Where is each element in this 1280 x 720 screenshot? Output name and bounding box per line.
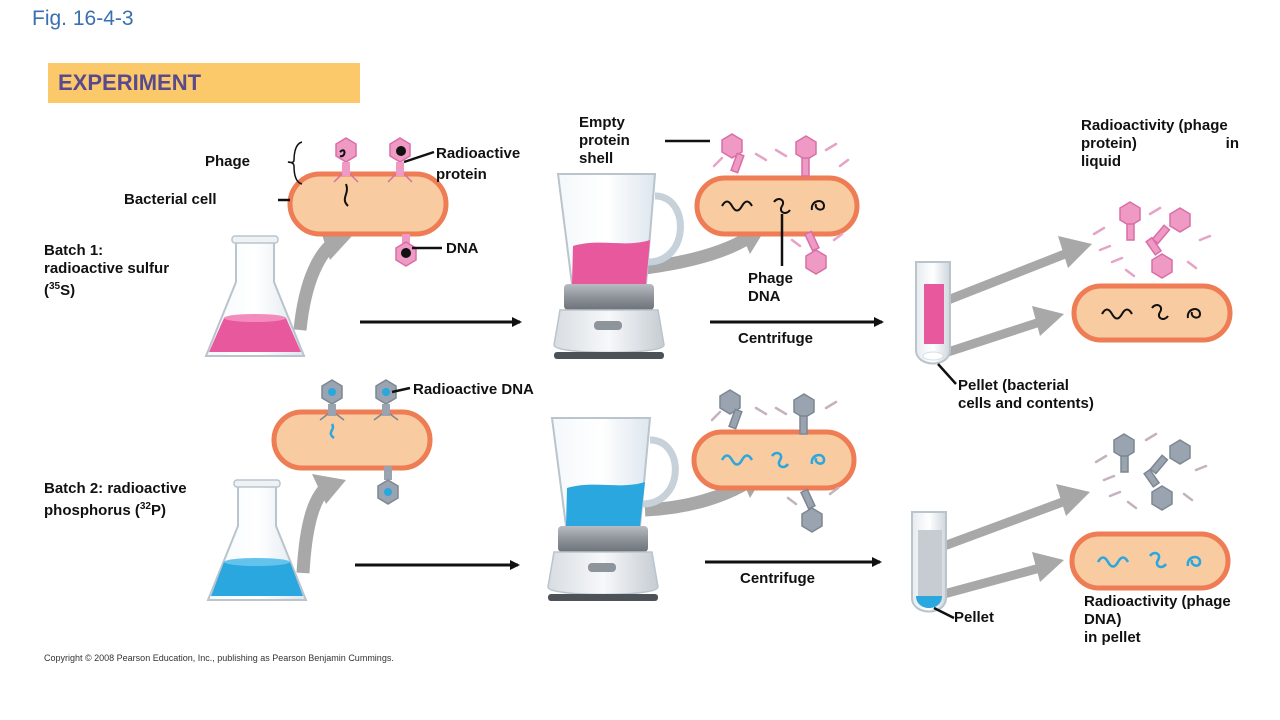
label-centrifuge-1: Centrifuge — [738, 330, 813, 347]
phage-batch1-attached-3 — [395, 234, 417, 267]
phage-fibers-batch1-blender — [712, 142, 850, 248]
phage-fibers-liquid-1 — [1092, 206, 1212, 278]
figure-label: Fig. 16-4-3 — [32, 7, 134, 30]
label-radio-pellet-line2: DNA) — [1084, 611, 1122, 628]
gray-arrow-tube2-to-pellet-cell — [942, 552, 1064, 599]
label-pellet: Pellet — [954, 609, 995, 626]
label-radio-pellet-line1: Radioactivity (phage — [1084, 593, 1231, 610]
gray-arrow-flask1-to-cell — [293, 228, 352, 331]
label-radioactivity-liquid: Radioactivity (phage protein) in liquid — [1081, 117, 1239, 171]
bacterial-cell-batch1-infected — [287, 171, 449, 237]
leader-lines — [278, 139, 957, 620]
label-radio-liquid-line1: Radioactivity (phage — [1081, 117, 1228, 134]
label-phage-dna-line1: Phage — [748, 270, 794, 287]
label-radio-liquid-line2: protein) in — [1081, 135, 1239, 152]
bacterial-cell-batch2-pellet — [1069, 531, 1231, 591]
phage-batch2-attached-1 — [319, 379, 345, 421]
label-radioactive-dna: Radioactive DNA — [413, 381, 534, 398]
label-radio-liquid-line3: liquid — [1081, 153, 1121, 170]
test-tube-batch1 — [915, 261, 951, 365]
phage-batch2-attached-2 — [373, 379, 399, 421]
label-batch1-line1: Batch 1: — [44, 242, 104, 259]
label-batch2-line2: phosphorus — [44, 502, 131, 519]
batch2-isotope-mass: 32 — [139, 501, 151, 512]
test-tube-batch2 — [911, 511, 947, 613]
bacterial-cell-batch2-infected — [271, 409, 433, 471]
label-empty-shell-line1: Empty — [579, 114, 625, 131]
label-batch2-line2-wrap: phosphorus (32P) — [44, 501, 166, 519]
label-radio-pellet-line3: in pellet — [1084, 629, 1141, 646]
label-pellet-bacterial-line2: cells and contents) — [958, 395, 1094, 412]
phage-batch1-attached-1 — [333, 137, 359, 183]
label-phage-dna: Phage DNA — [748, 270, 793, 306]
bacterial-cell-batch2-blended — [691, 429, 857, 491]
label-empty-shell-line2: protein — [579, 132, 630, 149]
flask-batch1 — [204, 235, 306, 357]
bacterial-cell-batch1-pellet — [1071, 283, 1233, 343]
blender-batch2 — [547, 417, 679, 601]
label-radioactive-protein-line1: Radioactive — [436, 145, 521, 162]
label-batch2: Batch 2: radioactive phosphorus (32P) — [44, 480, 187, 520]
label-radioactive-protein-line2: protein — [436, 166, 487, 183]
label-batch1: Batch 1: radioactive sulfur (35S) — [44, 242, 169, 300]
phage-fibers-batch2-blender — [710, 400, 840, 506]
flask-batch2 — [206, 479, 308, 601]
radioactive-phage-shells-liquid-1 — [1119, 201, 1191, 279]
batch1-isotope-symbol: S — [60, 282, 71, 299]
bacterial-cell-batch1-blended — [694, 175, 860, 237]
label-batch1-line2: radioactive sulfur — [44, 260, 170, 277]
label-radioactivity-pellet: Radioactivity (phage DNA) in pellet — [1084, 593, 1231, 647]
empty-phage-shells-batch1-blender — [721, 133, 827, 275]
label-phage: Phage — [205, 153, 251, 170]
label-centrifuge-2: Centrifuge — [740, 570, 815, 587]
batch2-isotope-symbol: P — [150, 502, 161, 519]
label-radioactive-protein: Radioactive protein — [436, 143, 520, 185]
copyright-notice: Copyright © 2008 Pearson Education, Inc.… — [44, 653, 394, 663]
label-batch1-line3: (35S) — [44, 281, 76, 299]
label-empty-shell-line3: shell — [579, 150, 614, 167]
gray-arrow-flask2-to-cell — [296, 474, 346, 574]
blender-batch1 — [553, 173, 684, 359]
label-pellet-bacterial-line1: Pellet (bacterial — [958, 377, 1069, 394]
experiment-banner-text: EXPERIMENT — [58, 70, 202, 95]
label-phage-dna-line2: DNA — [748, 288, 781, 305]
empty-phage-shells-batch2-blender — [719, 389, 823, 533]
gray-arrow-tube1-to-pellet-cell — [946, 306, 1064, 357]
phage-batch1-attached-2 — [387, 137, 413, 183]
phage-fibers-liquid-2 — [1094, 432, 1208, 510]
label-pellet-bacterial: Pellet (bacterial cells and contents) — [958, 377, 1094, 413]
experiment-banner: EXPERIMENT — [48, 63, 360, 103]
label-bacterial-cell: Bacterial cell — [124, 191, 217, 208]
phage-shells-liquid-2 — [1113, 433, 1191, 511]
batch1-isotope-mass: 35 — [49, 281, 61, 292]
label-dna: DNA — [446, 240, 479, 257]
phage-batch2-attached-3 — [377, 466, 399, 505]
gray-arrow-tube1-to-liquid — [946, 236, 1092, 305]
gray-arrow-tube2-to-liquid — [942, 484, 1090, 551]
label-batch2-line1: Batch 2: radioactive — [44, 480, 187, 497]
label-empty-protein-shell: Empty protein shell — [579, 114, 630, 168]
